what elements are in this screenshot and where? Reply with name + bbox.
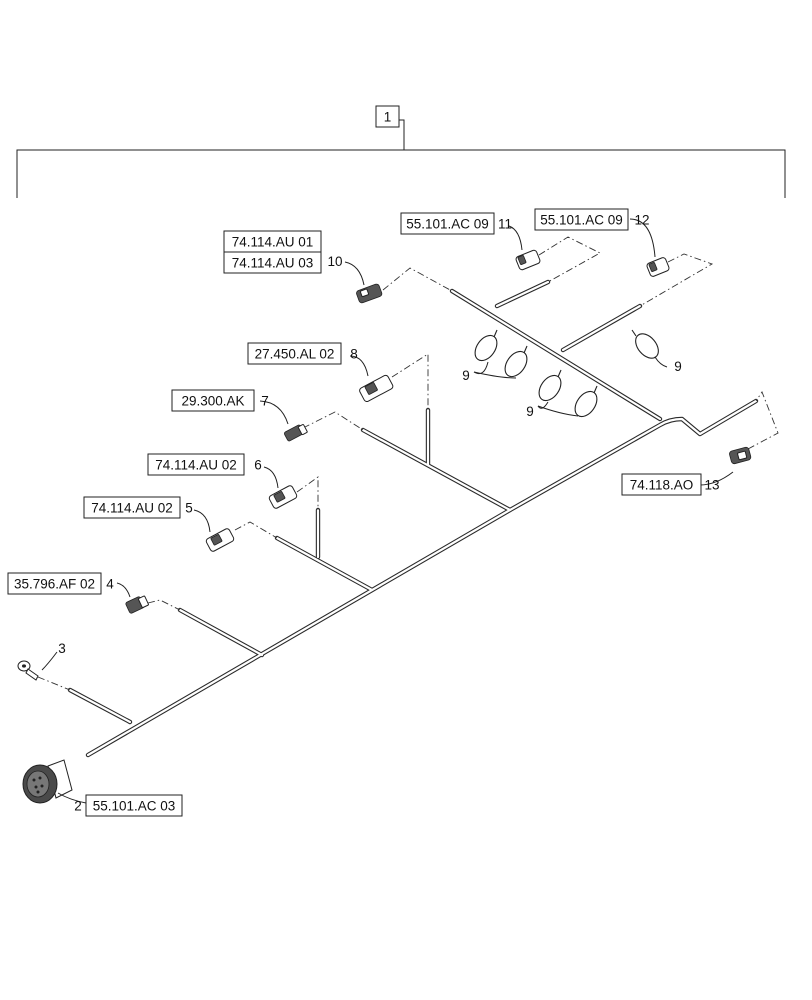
- ref-label-13: 74.118.AO: [630, 478, 694, 493]
- connector-4: [125, 595, 149, 614]
- harness-wires: [67, 279, 759, 758]
- round-connector: [22, 759, 73, 804]
- callout-4: 4: [106, 577, 114, 592]
- callout-labels: 55.101.AC 03 2 3 35.796.AF 02 4 74.114.A…: [14, 213, 720, 814]
- ref-label-11: 55.101.AC 09: [406, 217, 489, 232]
- connector-7: [284, 424, 308, 442]
- ref-label-12: 55.101.AC 09: [540, 213, 623, 228]
- ref-label-6: 74.114.AU 02: [155, 458, 237, 473]
- callout-9-right: 9: [674, 359, 682, 374]
- callout-5: 5: [185, 501, 193, 516]
- connector-12: [646, 257, 670, 277]
- callout-2: 2: [74, 799, 82, 814]
- dash-lines: [37, 236, 779, 691]
- callout-12: 12: [634, 213, 649, 228]
- ref-label-7: 29.300.AK: [181, 394, 244, 409]
- assembly-bracket: 1: [16, 105, 786, 198]
- ref-label-5: 74.114.AU 02: [91, 501, 173, 516]
- callout-9-middle: 9: [526, 404, 534, 419]
- callout-9-left: 9: [462, 368, 470, 383]
- callout-7: 7: [261, 394, 269, 409]
- connector-6: [268, 485, 298, 509]
- connector-10: [356, 283, 383, 304]
- callout-3: 3: [58, 641, 66, 656]
- callout-8: 8: [350, 347, 358, 362]
- ref-label-10a: 74.114.AU 01: [232, 235, 314, 250]
- connector-5: [205, 528, 235, 552]
- leader-lines: [41, 218, 734, 804]
- assembly-ref-label: 1: [384, 110, 392, 125]
- callout-6: 6: [254, 458, 262, 473]
- connector-11: [515, 249, 541, 271]
- callout-13: 13: [704, 478, 719, 493]
- connector-13: [729, 446, 752, 465]
- cable-ties: [474, 329, 659, 418]
- ring-terminal: [17, 660, 39, 681]
- ref-label-10b: 74.114.AU 03: [232, 256, 314, 271]
- reference-boxes: [7, 208, 702, 817]
- ref-label-8: 27.450.AL 02: [255, 347, 335, 362]
- ref-label-2: 55.101.AC 03: [93, 799, 176, 814]
- callout-11: 11: [498, 217, 512, 232]
- ref-label-4: 35.796.AF 02: [14, 577, 95, 592]
- callout-10: 10: [327, 254, 342, 269]
- connector-8: [359, 374, 394, 403]
